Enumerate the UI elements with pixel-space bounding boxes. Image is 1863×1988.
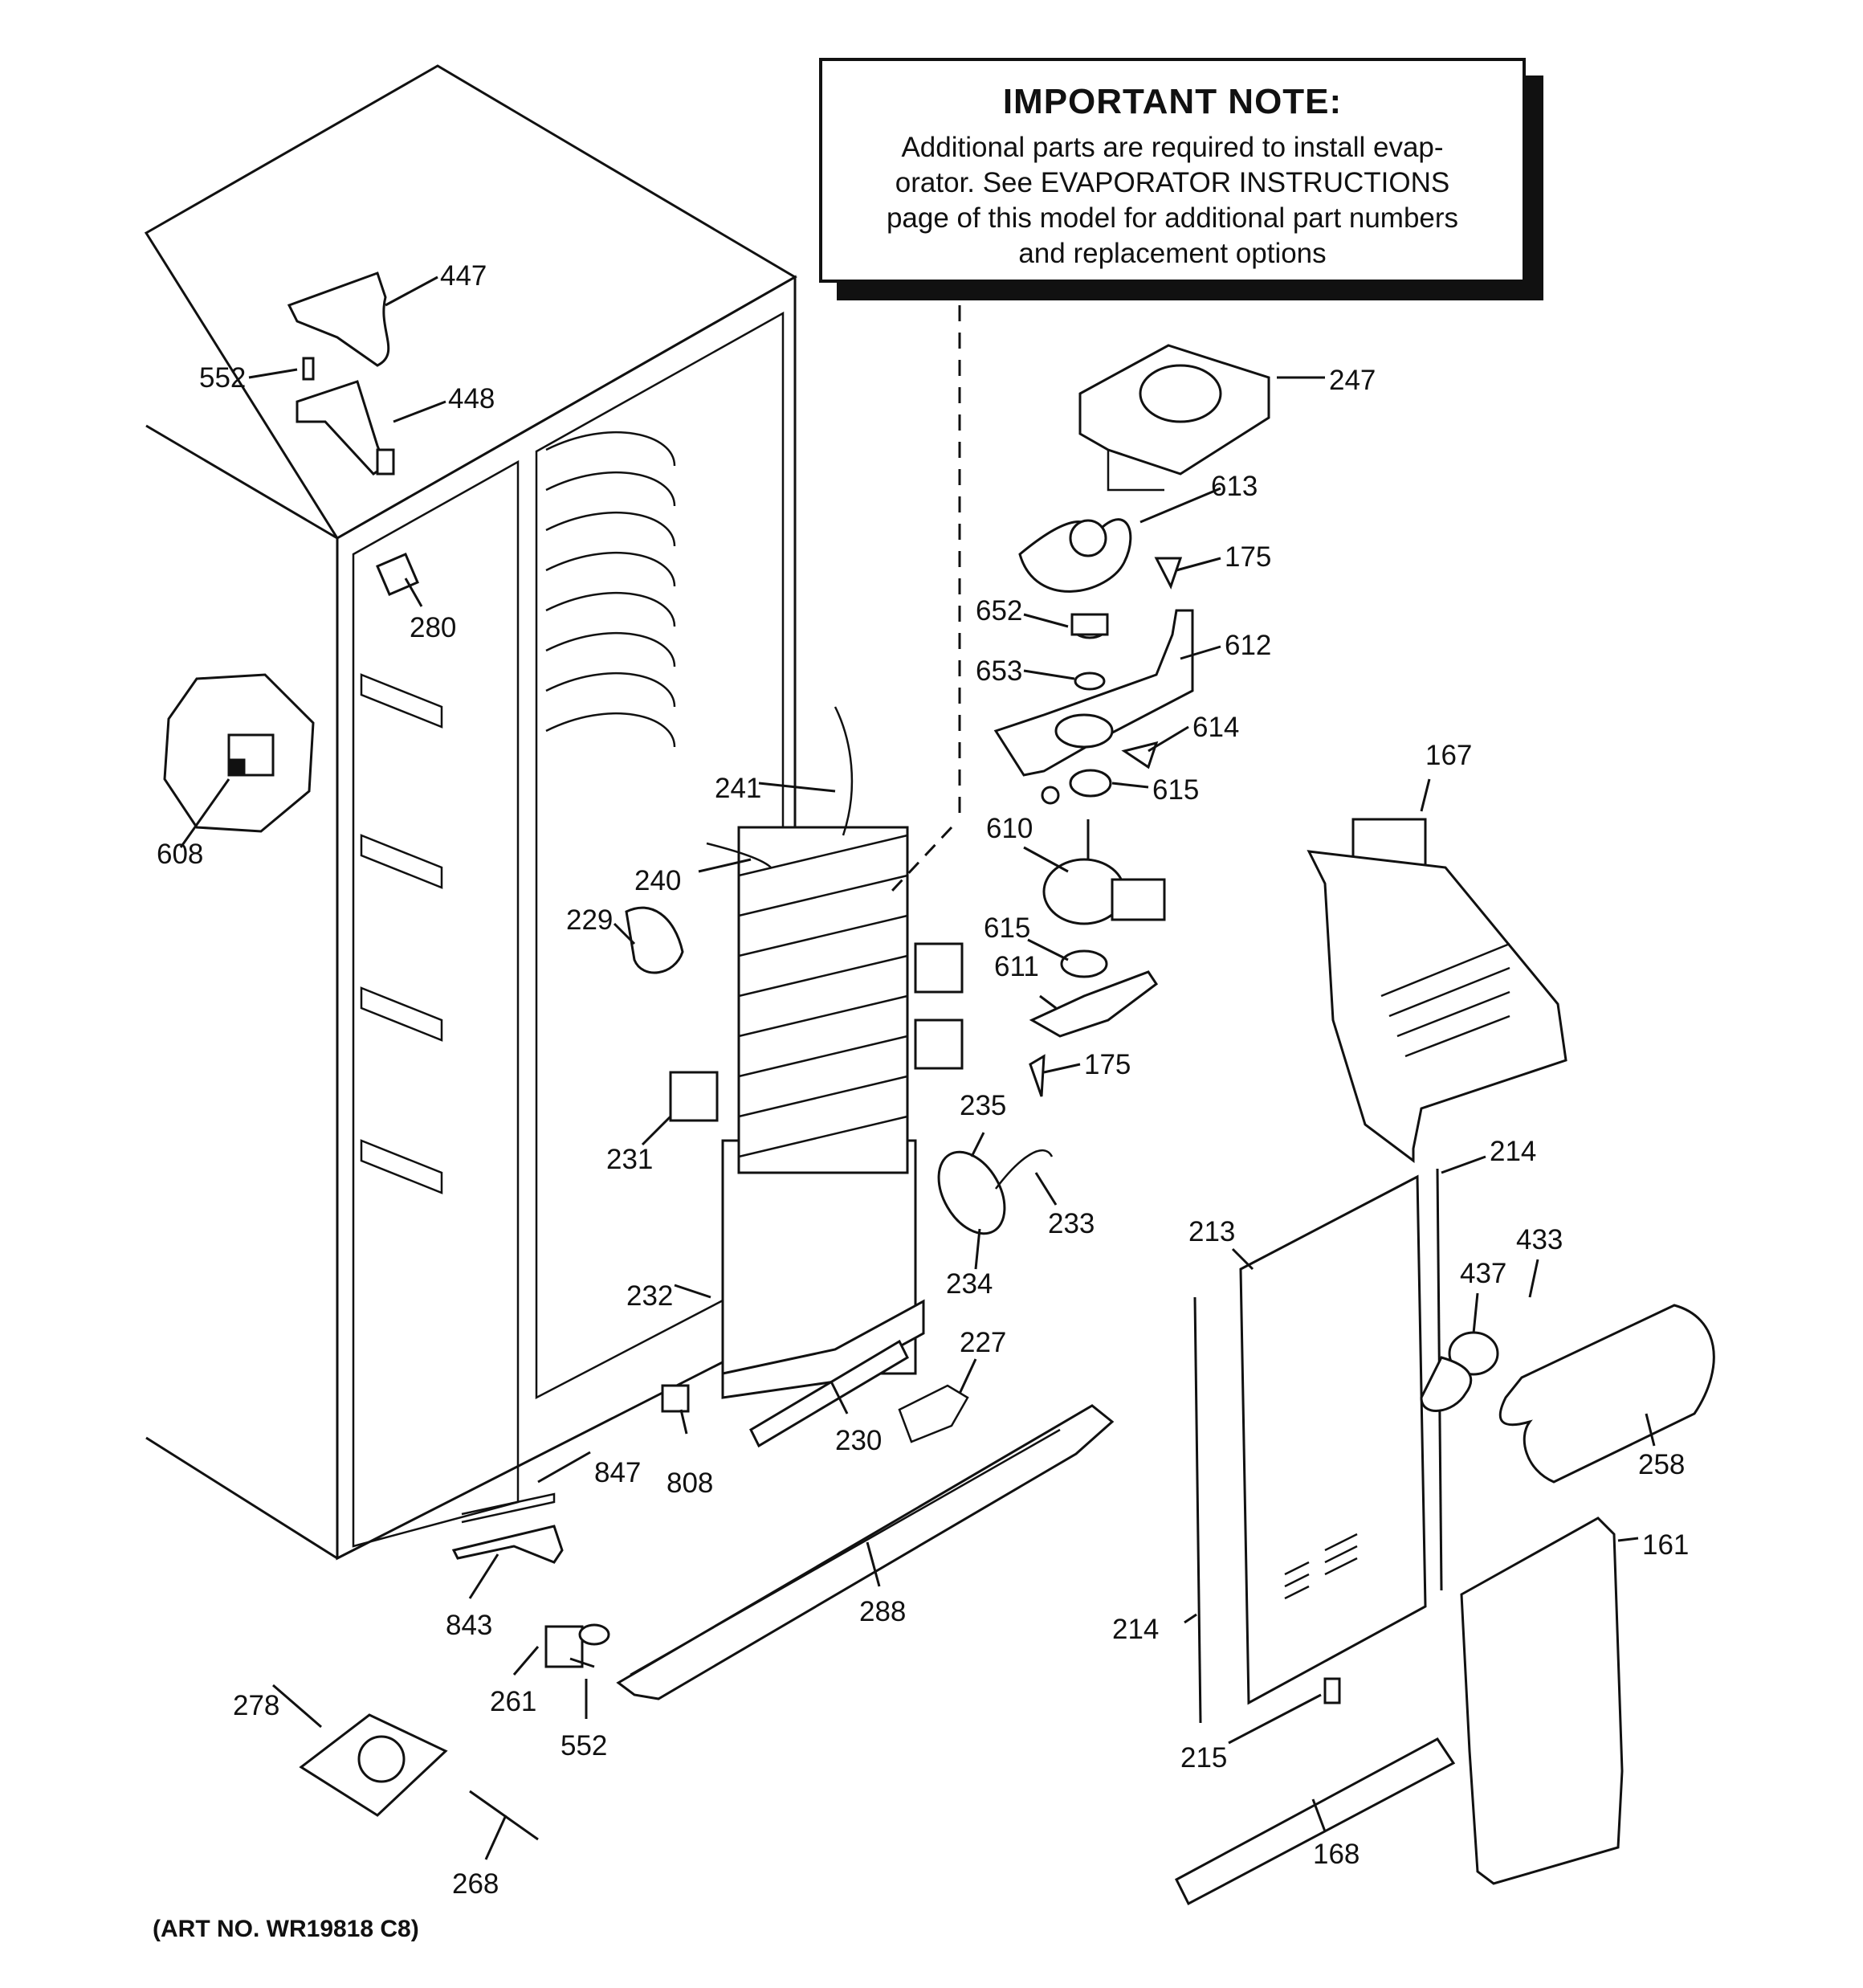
callout-175-top: 175 [1225, 541, 1271, 573]
callout-608: 608 [157, 839, 203, 870]
callout-234: 234 [946, 1268, 993, 1300]
callout-610: 610 [986, 813, 1033, 844]
callout-214-right: 214 [1490, 1136, 1536, 1167]
callout-614: 614 [1192, 712, 1239, 743]
callout-235: 235 [960, 1090, 1006, 1121]
callout-213: 213 [1188, 1216, 1235, 1247]
callout-612: 612 [1225, 630, 1271, 661]
callout-230: 230 [835, 1425, 882, 1456]
light-parts [1420, 1304, 1715, 1484]
callout-268: 268 [452, 1868, 499, 1900]
callout-652: 652 [976, 595, 1022, 627]
callout-278: 278 [233, 1690, 279, 1721]
callout-615-top: 615 [1152, 774, 1199, 806]
part-167-duct [1307, 818, 1567, 1163]
callout-552-top: 552 [199, 362, 246, 394]
callout-240: 240 [634, 865, 681, 896]
callout-175-bottom: 175 [1084, 1049, 1131, 1080]
callout-214-left: 214 [1112, 1614, 1159, 1645]
important-note-box: IMPORTANT NOTE: Additional parts are req… [819, 58, 1526, 283]
callout-847: 847 [594, 1457, 641, 1488]
callout-615-bottom: 615 [984, 912, 1030, 944]
part-608-inset [163, 673, 315, 833]
evaporator-assembly [625, 706, 964, 1399]
part-234-grille [937, 1149, 1054, 1235]
callout-labels: 447 552 448 280 608 247 613 175 652 612 … [157, 260, 1689, 1900]
callout-229: 229 [566, 904, 613, 936]
note-line: and replacement options [1018, 238, 1327, 269]
callout-447: 447 [440, 260, 487, 292]
callout-653: 653 [976, 655, 1022, 687]
callout-437: 437 [1460, 1258, 1506, 1289]
note-line: page of this model for additional part n… [886, 202, 1459, 234]
note-title: IMPORTANT NOTE: [1002, 82, 1343, 121]
callout-843: 843 [446, 1610, 492, 1641]
callout-613: 613 [1211, 471, 1258, 502]
callout-215: 215 [1180, 1742, 1227, 1774]
callout-241: 241 [715, 773, 761, 804]
callout-232: 232 [626, 1280, 673, 1312]
fan-motor-parts [993, 344, 1270, 1097]
callout-161: 161 [1642, 1529, 1689, 1561]
callout-167: 167 [1425, 740, 1472, 771]
callout-280: 280 [410, 612, 456, 643]
callout-227: 227 [960, 1327, 1006, 1358]
note-body: Additional parts are required to install… [822, 130, 1523, 271]
lower-parts [299, 1339, 1115, 1841]
callout-611: 611 [994, 951, 1039, 982]
hinge-parts-top [287, 271, 395, 476]
callout-168: 168 [1313, 1839, 1360, 1870]
callout-233: 233 [1048, 1208, 1095, 1239]
callout-231: 231 [606, 1144, 653, 1175]
callout-552-bottom: 552 [561, 1730, 607, 1761]
note-line: Additional parts are required to install… [901, 132, 1444, 163]
callout-433: 433 [1516, 1224, 1563, 1255]
rear-cover-parts [1175, 1168, 1624, 1906]
callout-247: 247 [1329, 365, 1376, 396]
callout-448: 448 [448, 383, 495, 414]
freezer-shelves [545, 431, 676, 748]
fresh-food-shelves [360, 673, 443, 1194]
note-line: orator. See EVAPORATOR INSTRUCTIONS [895, 167, 1450, 198]
callout-808: 808 [667, 1468, 713, 1499]
callout-288: 288 [859, 1596, 906, 1627]
part-280-shape [376, 553, 419, 596]
leader-lines [179, 276, 1656, 1860]
callout-258: 258 [1638, 1449, 1685, 1480]
callout-261: 261 [490, 1686, 536, 1717]
art-number: (ART NO. WR19818 C8) [153, 1916, 419, 1942]
